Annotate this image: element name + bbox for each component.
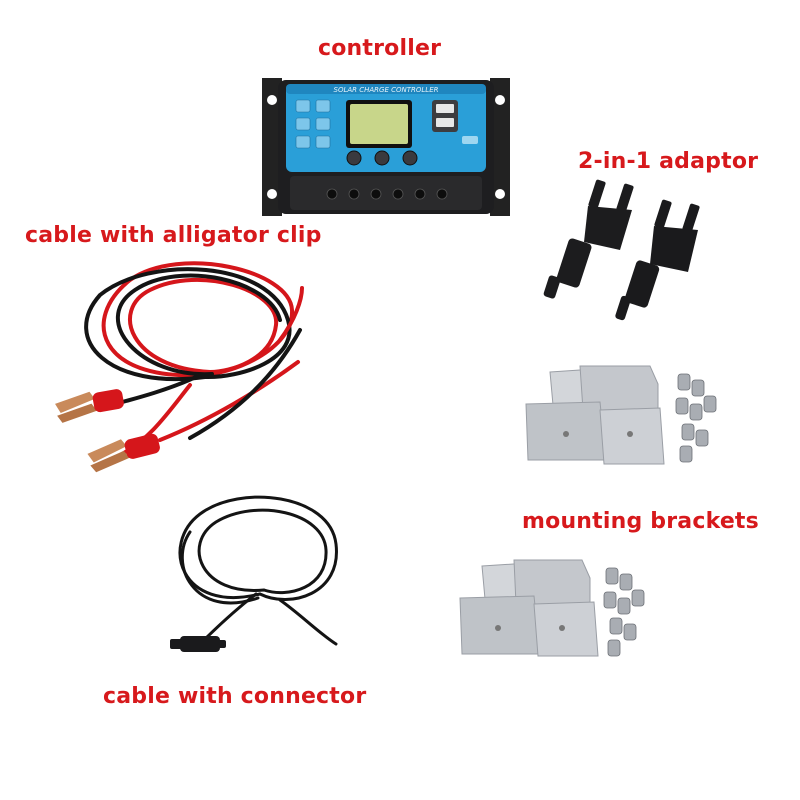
- adaptor-label: 2-in-1 adaptor: [578, 149, 759, 174]
- controller-label: controller: [318, 36, 442, 61]
- mounting-brackets-upper: [520, 364, 730, 474]
- adaptor-connectors: [540, 179, 720, 330]
- controller-header-text: SOLAR CHARGE CONTROLLER: [334, 86, 439, 94]
- charge-controller: SOLAR CHARGE CONTROLLER: [262, 78, 510, 216]
- connector-cable: [160, 484, 360, 674]
- mounting-brackets-lower: [456, 556, 666, 666]
- alligator-clip-cable: [40, 250, 330, 490]
- alligator-cable-label: cable with alligator clip: [25, 223, 322, 248]
- connector-cable-label: cable with connector: [103, 684, 367, 709]
- brackets-label: mounting brackets: [522, 509, 759, 534]
